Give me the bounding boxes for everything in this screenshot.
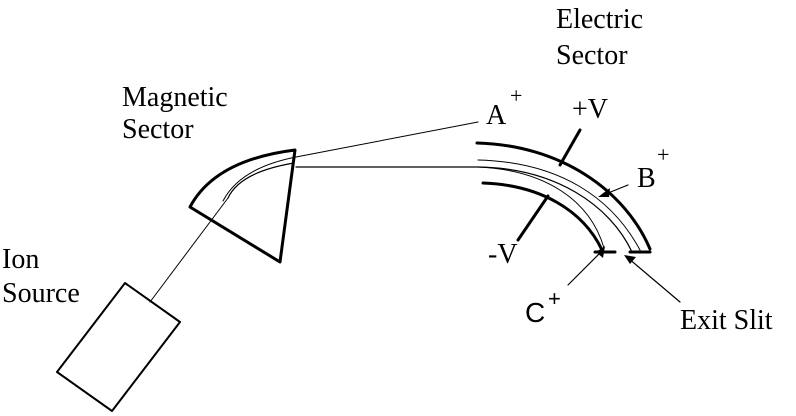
ion-a-charge: + xyxy=(510,83,522,108)
plus-v-lead xyxy=(558,128,582,167)
electric-sector-label-2: Sector xyxy=(556,40,628,71)
magnetic-sector-label-1: Magnetic xyxy=(122,82,228,113)
ion-a-label: A xyxy=(486,100,507,131)
ion-source-label-1: Ion xyxy=(2,244,39,275)
ion-beam-a-path xyxy=(295,121,479,158)
magnetic-sector-label-2: Sector xyxy=(122,114,194,145)
pointer-exit-slit xyxy=(627,257,681,303)
ion-c-charge: + xyxy=(548,286,561,311)
arrowhead-exit-slit xyxy=(624,255,636,264)
ion-source-box xyxy=(56,282,181,412)
arrowhead-b xyxy=(598,188,610,197)
exit-slit-label: Exit Slit xyxy=(680,305,773,336)
pointer-c xyxy=(567,249,604,286)
arrowhead-c xyxy=(596,246,605,258)
ion-beam-source-to-magnet xyxy=(149,197,229,303)
ion-beam-in-magnet xyxy=(227,162,295,199)
ion-b-charge: + xyxy=(657,142,669,167)
ion-beam-c-trajectory xyxy=(477,166,605,249)
ion-b-label: B xyxy=(637,163,656,194)
electric-sector-outer-plate xyxy=(475,141,652,251)
plus-v-label: +V xyxy=(572,94,608,125)
minus-v-label: -V xyxy=(488,239,518,270)
ion-source-label-2: Source xyxy=(2,278,80,309)
electric-sector-label-1: Electric xyxy=(556,4,643,35)
magnetic-sector xyxy=(188,148,297,264)
ion-beam-b-trajectory xyxy=(477,166,633,253)
electric-sector-inner-plate xyxy=(481,181,604,252)
ion-beam-in-magnet-inner xyxy=(222,156,297,202)
ion-c-label: C xyxy=(525,297,545,328)
ion-beam-b-outer xyxy=(477,159,641,251)
minus-v-lead xyxy=(516,194,550,242)
